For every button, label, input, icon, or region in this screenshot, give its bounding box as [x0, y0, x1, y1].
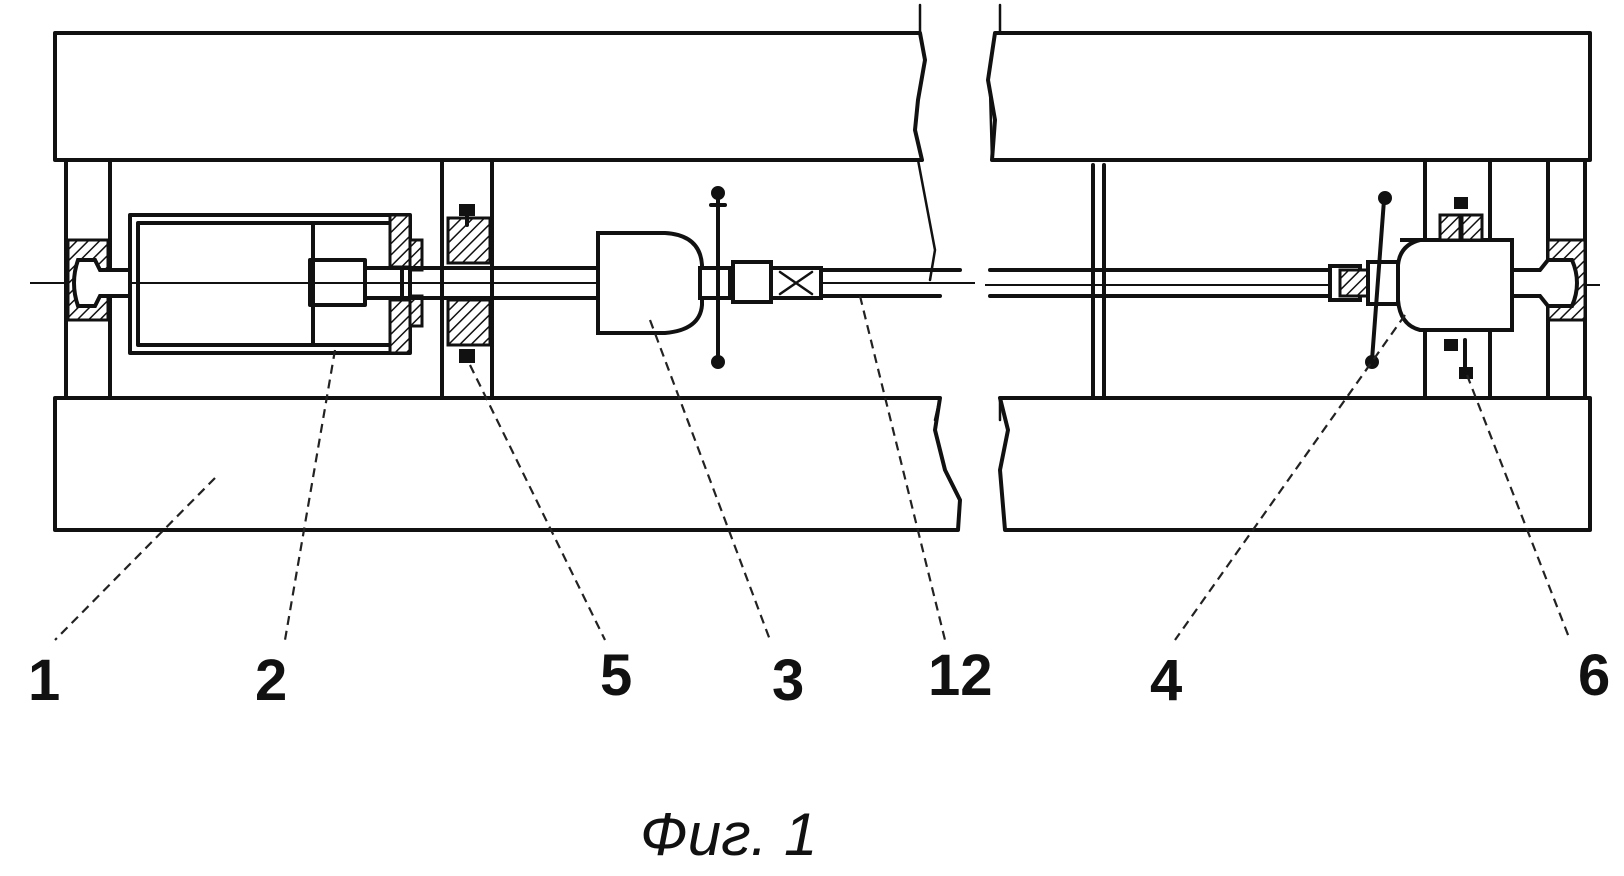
callout-3: 3 — [772, 648, 804, 713]
leader-lines — [55, 296, 1570, 640]
gripper-4 — [1330, 192, 1512, 368]
gripper-3 — [598, 187, 821, 368]
callout-6: 6 — [1578, 643, 1610, 708]
callouts: 1 2 5 3 12 4 6 — [28, 643, 1610, 713]
callout-1: 1 — [28, 648, 60, 713]
callout-5: 5 — [600, 643, 632, 708]
figure-caption: Фиг. 1 — [640, 801, 817, 868]
left-end-mount — [68, 240, 130, 320]
callout-4: 4 — [1150, 648, 1182, 713]
callout-2: 2 — [255, 648, 287, 713]
callout-12: 12 — [928, 643, 993, 708]
right-end-mount — [1512, 240, 1585, 320]
